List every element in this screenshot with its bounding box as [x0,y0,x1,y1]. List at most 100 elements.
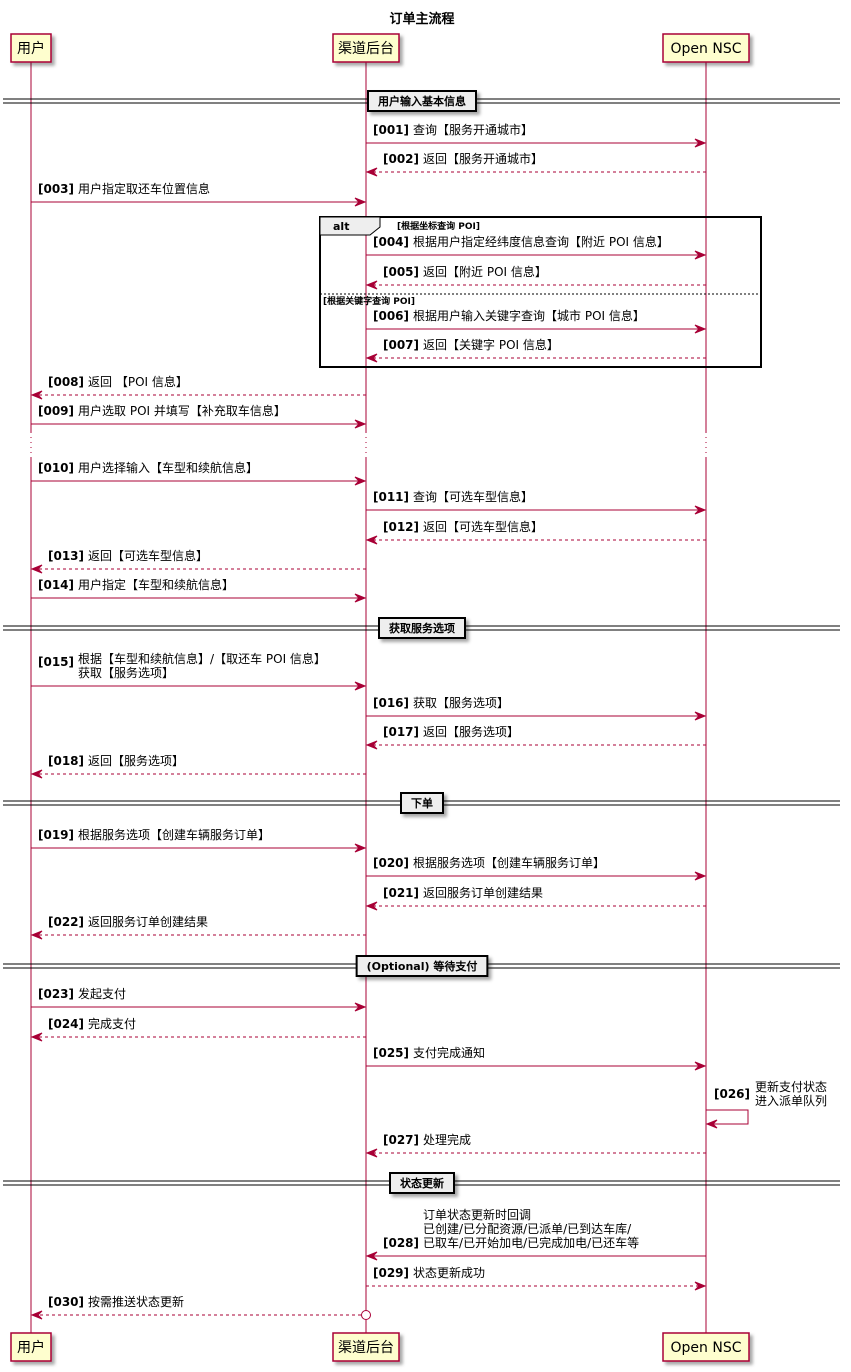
message-text: 查询【服务开通城市】 [413,122,533,137]
message-text: 返回【附近 POI 信息】 [423,264,547,279]
message-text: 用户指定【车型和续航信息】 [78,577,234,592]
message-number: [025] [373,1046,409,1060]
participant-box [662,33,750,63]
message-003: [003]用户指定取还车位置信息 [31,181,367,207]
participant-box [10,33,52,63]
divider-label: 获取服务选项 [389,621,455,635]
diagram-title: 订单主流程 [389,11,454,27]
arrow-head [354,843,367,853]
message-number: [017] [383,725,419,739]
divider-box [389,1172,455,1194]
message-016: [016] 获取【服务选项】 [366,695,707,721]
participant-label: 渠道后台 [338,41,394,57]
message-text: 处理完成 [423,1132,471,1147]
message-010: [010]用户选择输入【车型和续航信息】 [31,460,367,486]
message-001: [001] 查询【服务开通城市】 [366,122,707,148]
alt-group: alt [根据坐标查询 POI] [根据关键字查询 POI] [319,216,762,368]
arrow-head [354,593,367,603]
message-text: 已取车/已开始加电/已完成加电/已还车等 [423,1235,639,1250]
message-text: 更新支付状态 [755,1079,827,1094]
participant-label: Open NSC [671,1340,742,1356]
message-text: 完成支付 [88,1016,136,1031]
participant-channel-top: 渠道后台 [332,33,400,63]
arrow-head [694,1061,707,1071]
alt-tab [319,216,381,236]
message-text: 查询【可选车型信息】 [413,489,533,504]
divider-box [400,792,444,814]
message-number: [007] [383,338,419,352]
alt-branch-label-2: [根据关键字查询 POI] [323,295,415,307]
participant-box [662,1332,750,1362]
message-number: [002] [383,152,419,166]
message-021: [021] 返回服务订单创建结果 [365,885,706,911]
message-number: [022] [48,915,84,929]
message-text: 根据用户指定经纬度信息查询【附近 POI 信息】 [413,234,669,249]
arrow-head [365,167,378,177]
divider-box [378,617,466,639]
arrow-head [705,1119,718,1129]
message-text: 根据服务选项【创建车辆服务订单】 [78,827,270,842]
arrow-head [365,1251,378,1261]
message-number: [016] [373,696,409,710]
message-text: 进入派单队列 [755,1093,827,1108]
origin-circle [361,1310,371,1320]
arrow-head [354,419,367,429]
arrow-head [694,250,707,260]
divider-box [355,955,489,977]
message-text: 返回【可选车型信息】 [423,519,543,534]
divider-label: (Optional) 等待支付 [367,959,478,973]
message-text: 返回【关键字 POI 信息】 [423,337,559,352]
message-028: [028]订单状态更新时回调已创建/已分配资源/已派单/已到达车库/已取车/已开… [365,1207,706,1261]
message-text: 返回【服务选项】 [88,753,184,768]
message-text: 用户指定取还车位置信息 [78,181,210,196]
message-number: [020] [373,856,409,870]
message-015: [015]根据【车型和续航信息】/【取还车 POI 信息】获取【服务选项】 [31,651,367,691]
message-number: [021] [383,886,419,900]
participant-label: Open NSC [671,41,742,57]
arrow-head [694,138,707,148]
message-text: 返回 【POI 信息】 [88,374,188,389]
message-text: 返回服务订单创建结果 [423,885,543,900]
arrow-head [694,711,707,721]
arrow-head [694,324,707,334]
participant-label: 渠道后台 [338,1340,394,1356]
message-text: 状态更新成功 [413,1265,485,1280]
arrow-head [365,535,378,545]
arrow-head [30,930,43,940]
message-text: 用户选取 POI 并填写【补充取车信息】 [78,403,286,418]
participant-user-top: 用户 [10,33,52,63]
message-024: [024] 完成支付 [30,1016,366,1042]
participant-nsc-top: Open NSC [662,33,750,63]
message-022: [022]返回服务订单创建结果 [30,914,366,940]
alt-keyword: alt [333,220,349,233]
message-text: 获取【服务选项】 [413,695,509,710]
message-number: [008] [48,375,84,389]
message-number: [014] [38,578,74,592]
participant-channel-bottom: 渠道后台 [332,1332,400,1362]
divider-label: 下单 [411,796,433,810]
message-007: [007] 返回【关键字 POI 信息】 [365,337,706,363]
message-number: [015] [38,655,74,669]
message-text: 返回【服务开通城市】 [423,151,543,166]
message-number: [024] [48,1017,84,1031]
arrow-head [365,280,378,290]
message-017: [017]返回【服务选项】 [365,724,706,750]
arrow-head [354,681,367,691]
message-number: [011] [373,490,409,504]
message-011: [011] 查询【可选车型信息】 [366,489,707,515]
section-divider-d2: 获取服务选项 [3,617,840,639]
arrow-head [365,901,378,911]
message-text: 用户选择输入【车型和续航信息】 [78,460,258,475]
arrow-head [30,769,43,779]
divider-box [367,90,477,112]
message-012: [012]返回【可选车型信息】 [365,519,706,545]
message-027: [027]处理完成 [365,1132,706,1158]
message-text: 发起支付 [78,986,126,1001]
arrow-head [30,564,43,574]
message-arrow [706,1109,749,1125]
delay-marker [29,432,708,458]
message-number: [001] [373,123,409,137]
message-number: [019] [38,828,74,842]
message-008: [008] 返回 【POI 信息】 [30,374,366,400]
